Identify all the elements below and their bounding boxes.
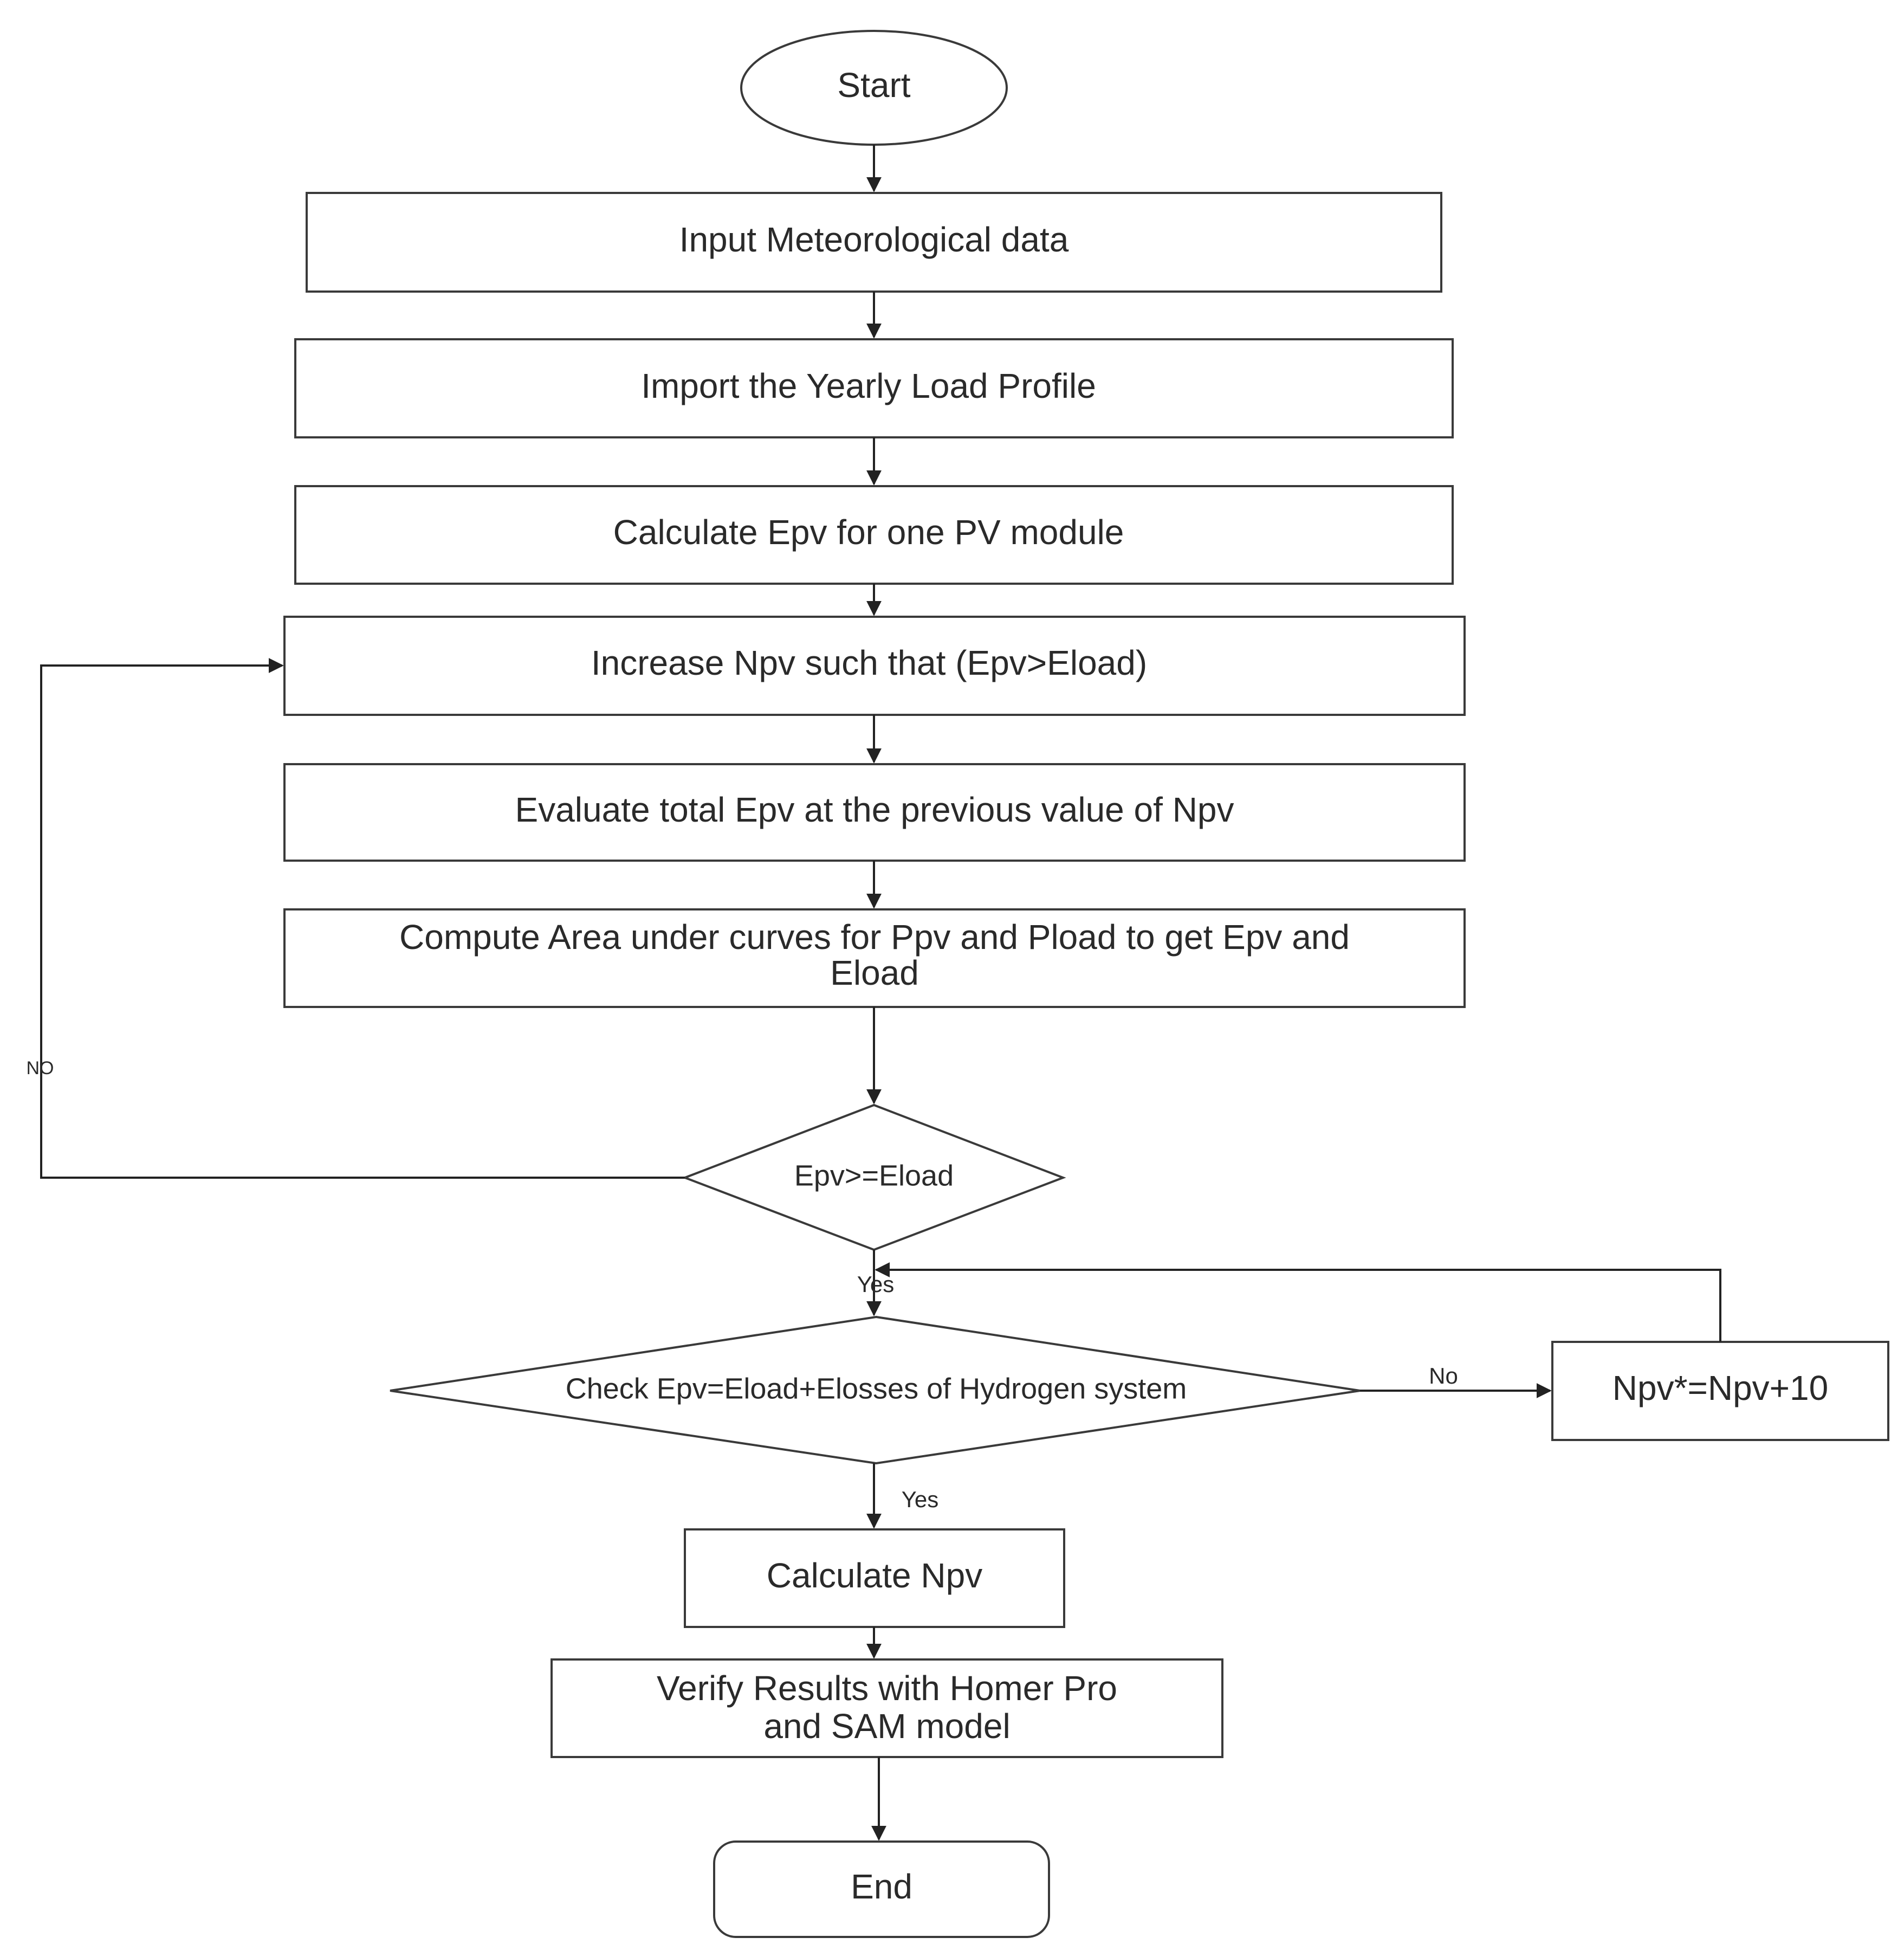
increase-npv-label: Increase Npv such that (Epv>Eload): [591, 643, 1147, 682]
input-meteorological-label: Input Meteorological data: [679, 220, 1069, 259]
calculate-epv-label: Calculate Epv for one PV module: [613, 513, 1124, 552]
import-load-label: Import the Yearly Load Profile: [641, 366, 1096, 405]
evaluate-total-label: Evaluate total Epv at the previous value…: [515, 790, 1234, 829]
verify-results-node: Verify Results with Homer Pro and SAM mo…: [551, 1658, 1223, 1758]
edge-label-no-2: No: [1429, 1363, 1458, 1388]
verify-results-label-line2: and SAM model: [763, 1707, 1010, 1746]
decision-epv-eload-label: Epv>=Eload: [794, 1159, 954, 1192]
end-label: End: [851, 1867, 912, 1906]
end-node: End: [713, 1840, 1050, 1938]
calculate-npv-node: Calculate Npv: [684, 1528, 1065, 1628]
compute-area-node: Compute Area under curves for Ppv and Pl…: [283, 908, 1466, 1008]
start-node: Start: [740, 30, 1008, 146]
increase-npv-node: Increase Npv such that (Epv>Eload): [283, 616, 1466, 716]
edge-npv-star-loop-back: [875, 1262, 1721, 1342]
npv-star-node: Npv*=Npv+10: [1551, 1341, 1889, 1441]
decision-check-node: Check Epv=Eload+Elosses of Hydrogen syst…: [390, 1315, 1361, 1465]
calculate-epv-node: Calculate Epv for one PV module: [294, 485, 1454, 585]
decision-epv-eload-node: Epv>=Eload: [682, 1103, 1066, 1251]
decision-check-label: Check Epv=Eload+Elosses of Hydrogen syst…: [566, 1372, 1187, 1405]
edge-label-no-loop: NO: [27, 1058, 54, 1078]
edge-no-loop-to-increase: [40, 658, 685, 1179]
start-label: Start: [837, 66, 910, 105]
edge-label-yes-2: Yes: [902, 1487, 939, 1512]
evaluate-total-node: Evaluate total Epv at the previous value…: [283, 763, 1466, 862]
calculate-npv-label: Calculate Npv: [767, 1556, 982, 1595]
edge-label-yes-1: Yes: [857, 1271, 895, 1297]
verify-results-label-line1: Verify Results with Homer Pro: [657, 1669, 1117, 1708]
compute-area-label-line1: Compute Area under curves for Ppv and Pl…: [399, 918, 1350, 957]
import-load-node: Import the Yearly Load Profile: [294, 338, 1454, 438]
compute-area-label-line2: Eload: [830, 953, 919, 992]
npv-star-label: Npv*=Npv+10: [1612, 1368, 1828, 1407]
input-meteorological-node: Input Meteorological data: [306, 192, 1442, 293]
